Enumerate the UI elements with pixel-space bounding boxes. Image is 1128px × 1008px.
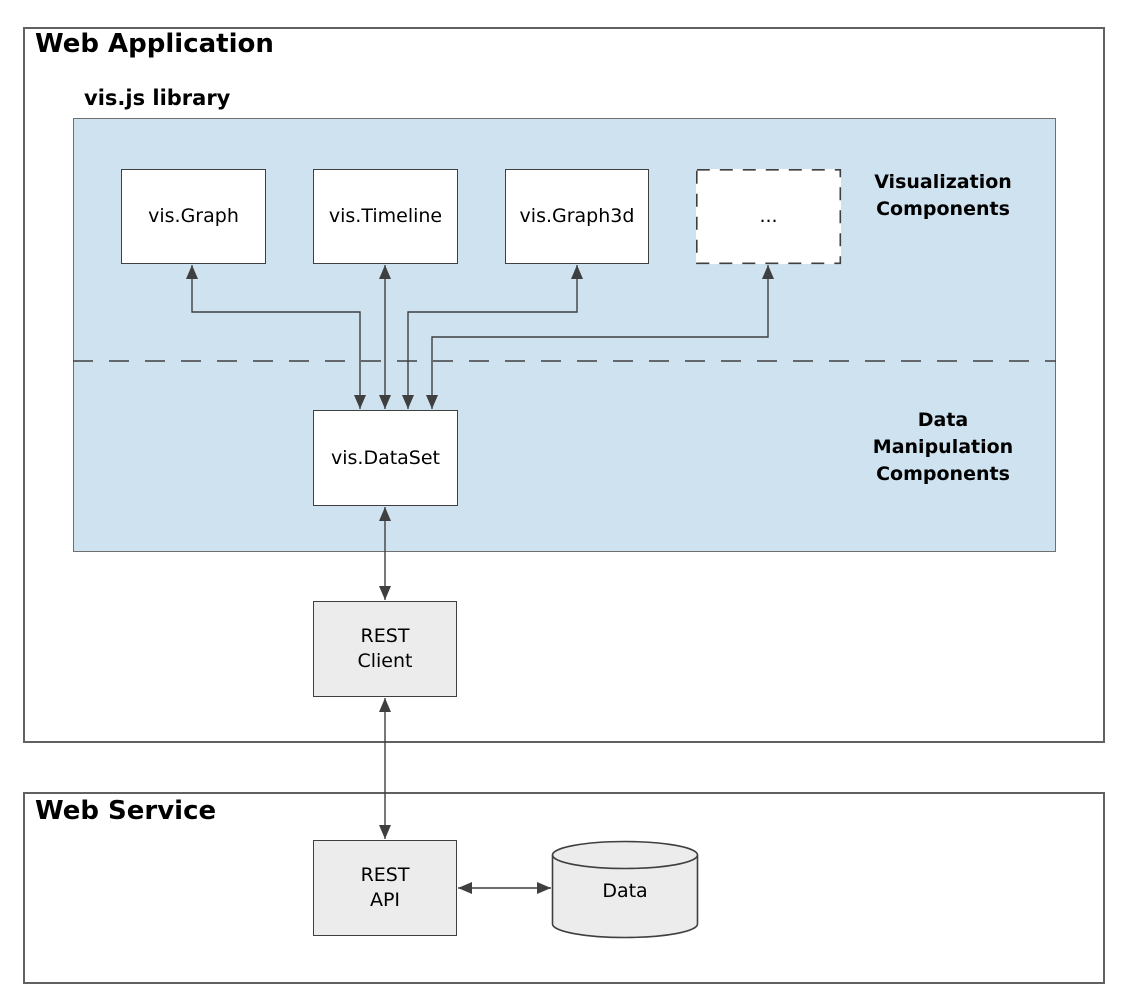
vis-graph3d-label: vis.Graph3d [519,205,635,227]
rest-api-label: REST API [360,864,410,911]
rest-client-label: REST Client [357,625,413,672]
web-service-title: Web Service [35,796,217,826]
vis-timeline-label: vis.Timeline [328,205,443,227]
vis-dataset-node: vis.DataSet [313,410,458,506]
web-application-title: Web Application [35,29,274,59]
data-manipulation-components-label: Data Manipulation Components [872,409,1014,485]
web-application-frame [23,27,1105,743]
vis-graph3d-node: vis.Graph3d [505,169,649,264]
data-store-label: Data [602,880,648,902]
rest-client-node: REST Client [313,601,457,697]
vis-timeline-node: vis.Timeline [313,169,458,264]
visjs-library-label: vis.js library [84,86,231,110]
web-service-frame [23,792,1105,984]
visualization-components-label: Visualization Components [874,171,1012,220]
ellipsis-label: ... [759,205,778,227]
vis-dataset-label: vis.DataSet [330,446,441,469]
rest-api-node: REST API [313,840,457,936]
ellipsis-node: ... [696,169,841,264]
vis-graph-node: vis.Graph [121,169,266,264]
vis-graph-label: vis.Graph [148,205,239,227]
